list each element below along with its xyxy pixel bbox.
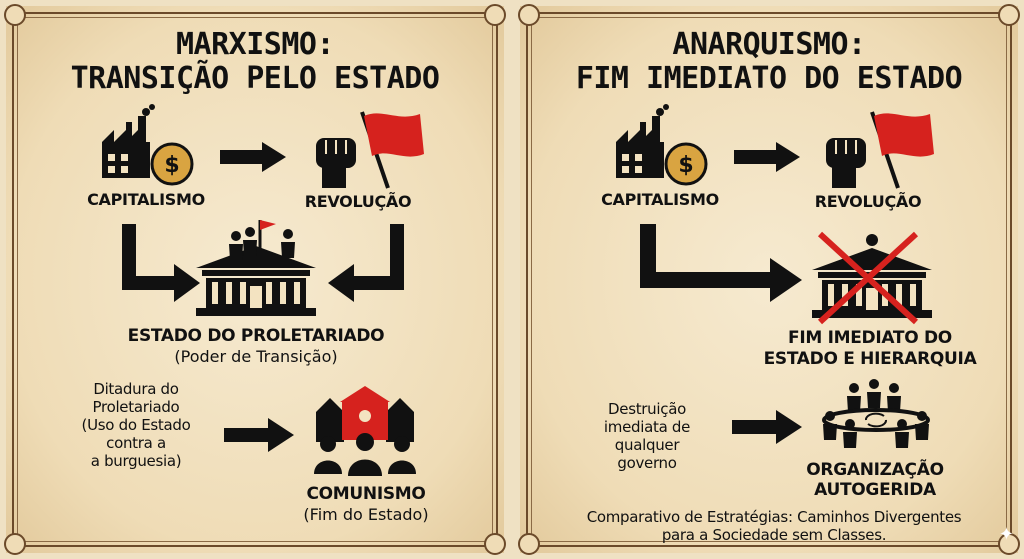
proletarian-state-label: ESTADO DO PROLETARIADO <box>127 326 385 346</box>
corner-ornament <box>484 533 506 555</box>
marxism-title-line2: TRANSIÇÃO PELO ESTADO <box>70 61 440 96</box>
destruction-line2: imediata de <box>603 418 691 436</box>
proletarian-state-building-icon <box>196 220 316 316</box>
arrow-down-right-icon <box>122 224 200 302</box>
coin-symbol: $ <box>678 153 693 178</box>
caption-line2: para a Sociedade sem Classes. <box>661 526 887 544</box>
red-flag-icon <box>870 110 936 190</box>
end-state-line1: FIM IMEDIATO DO <box>788 328 952 348</box>
destruction-line3: qualquer <box>614 436 680 454</box>
proletarian-state-sub: (Poder de Transição) <box>174 347 338 366</box>
self-organized-group-icon <box>822 379 930 448</box>
arrow-right-icon <box>220 142 286 172</box>
corner-ornament <box>998 533 1020 555</box>
revolution-label: REVOLUÇÃO <box>304 192 412 211</box>
coin-symbol: $ <box>164 153 179 178</box>
revolution-label: REVOLUÇÃO <box>814 192 922 211</box>
arrow-down-left-icon <box>328 224 404 302</box>
anarchism-title-line2: FIM IMEDIATO DO ESTADO <box>575 61 963 96</box>
corner-ornament <box>4 533 26 555</box>
community-people-icon <box>314 386 416 476</box>
sparkle-icon: ✦ <box>998 524 1014 545</box>
arrow-down-right-icon <box>640 224 802 302</box>
dictatorship-line1: Ditadura do <box>93 380 179 398</box>
communism-label: COMUNISMO <box>306 484 426 504</box>
dictatorship-line5: a burguesia) <box>90 452 182 470</box>
dictatorship-line3: (Uso do Estado <box>81 416 191 434</box>
capitalism-label: CAPITALISMO <box>87 190 205 209</box>
marxism-title-line1: MARXISMO: <box>175 27 335 62</box>
end-state-line2: ESTADO E HIERARQUIA <box>763 349 977 369</box>
arrow-right-icon <box>224 418 294 452</box>
destruction-line4: governo <box>617 454 677 472</box>
crossed-out-state-icon <box>812 231 932 325</box>
corner-ornament <box>4 4 26 26</box>
anarchism-panel: ANARQUISMO: FIM IMEDIATO DO ESTADO $ CAP… <box>518 4 1020 555</box>
destruction-line1: Destruição <box>608 400 686 418</box>
caption-line1: Comparativo de Estratégias: Caminhos Div… <box>586 508 962 526</box>
self-org-line1: ORGANIZAÇÃO <box>806 460 944 480</box>
arrow-right-icon <box>732 410 802 444</box>
dictatorship-line4: contra a <box>106 434 166 452</box>
factory-icon: $ <box>616 104 708 186</box>
marxism-panel: MARXISMO: TRANSIÇÃO PELO ESTADO $ CAPITA… <box>4 4 506 555</box>
corner-ornament <box>518 4 540 26</box>
self-org-line2: AUTOGERIDA <box>814 480 936 500</box>
corner-ornament <box>518 533 540 555</box>
red-flag-icon <box>360 110 426 190</box>
corner-ornament <box>484 4 506 26</box>
factory-icon: $ <box>102 104 194 186</box>
communism-sub: (Fim do Estado) <box>303 505 429 524</box>
dictatorship-line2: Proletariado <box>92 398 180 416</box>
anarchism-title-line1: ANARQUISMO: <box>672 27 866 62</box>
capitalism-label: CAPITALISMO <box>601 190 719 209</box>
corner-ornament <box>998 4 1020 26</box>
arrow-right-icon <box>734 142 800 172</box>
